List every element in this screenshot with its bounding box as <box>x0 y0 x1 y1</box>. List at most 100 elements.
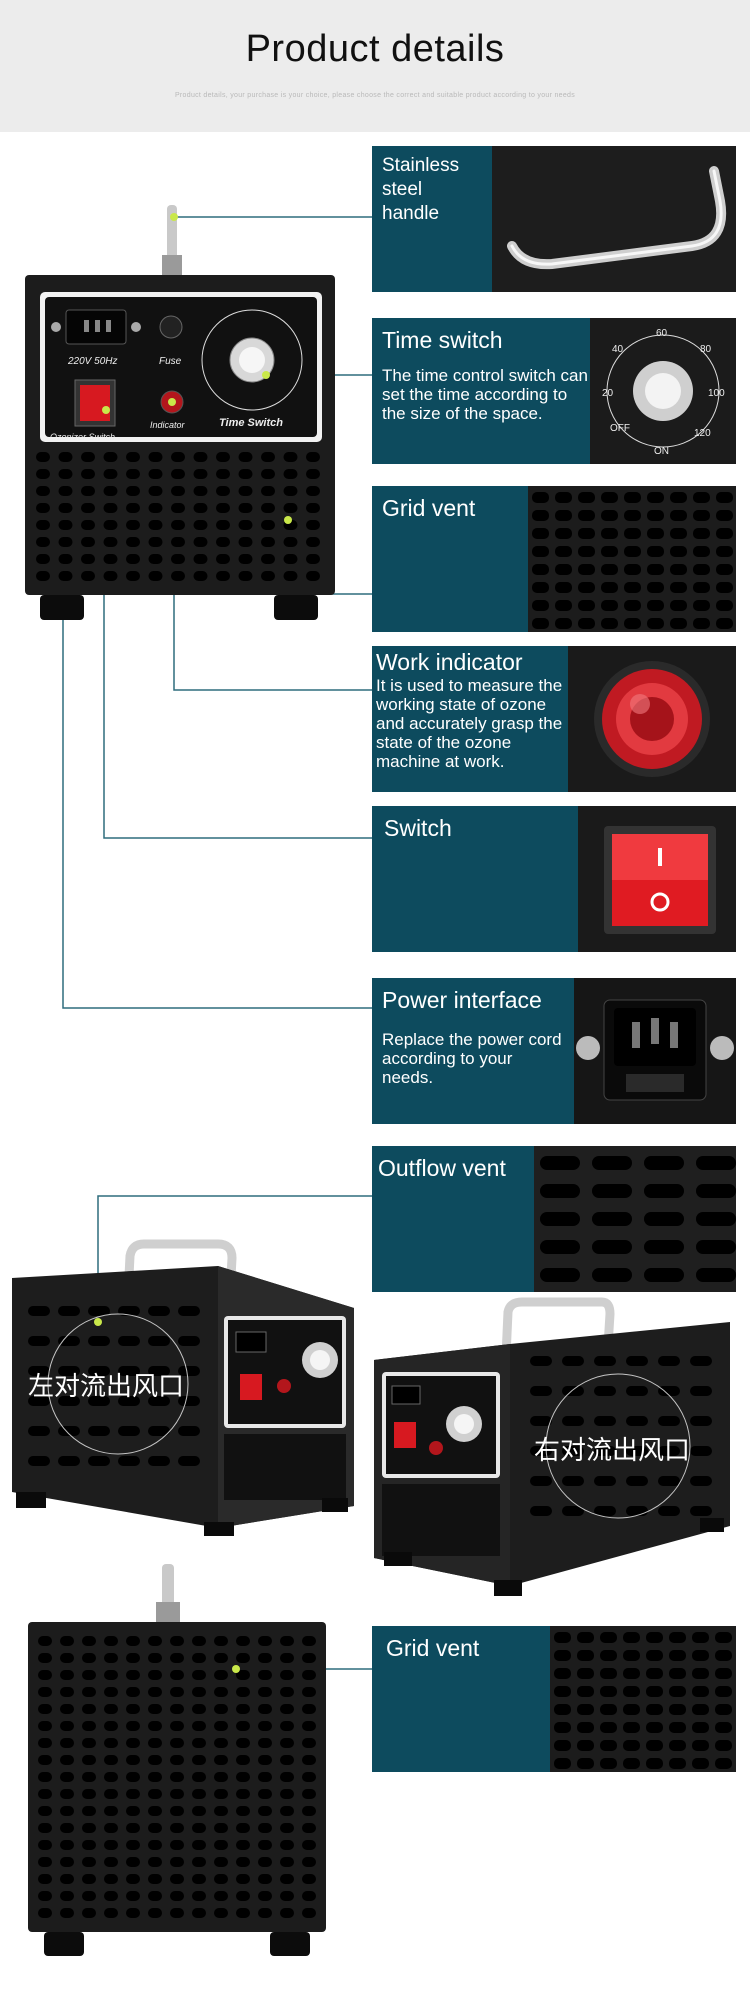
vent-hole <box>88 1366 110 1376</box>
vent-hole <box>644 1268 684 1282</box>
vent-hole <box>624 492 641 503</box>
vent-hole <box>306 520 320 530</box>
vent-hole <box>126 1755 140 1765</box>
vent-hole <box>36 554 50 564</box>
vent-hole <box>623 1758 640 1769</box>
vent-hole <box>577 1668 594 1679</box>
svg-text:40: 40 <box>612 344 624 355</box>
vent-hole <box>594 1506 616 1516</box>
vent-hole <box>594 1446 616 1456</box>
callout-description: It is used to measure the working state … <box>376 676 563 771</box>
vent-hole <box>171 503 185 513</box>
vent-hole <box>532 492 549 503</box>
vent-hole <box>148 486 163 496</box>
vent-hole <box>693 618 710 629</box>
vent-hole <box>58 1306 80 1316</box>
vent-hole <box>258 1670 272 1680</box>
vent-hole <box>693 492 710 503</box>
vent-hole <box>532 528 549 539</box>
vent-hole <box>82 1738 96 1748</box>
vent-hole <box>28 1306 50 1316</box>
vent-hole <box>715 1740 732 1751</box>
vent-hole <box>626 1416 648 1426</box>
vent-hole <box>38 1908 52 1918</box>
vent-hole <box>38 1687 52 1697</box>
vent-hole <box>81 520 95 530</box>
vent-hole <box>283 571 298 581</box>
vent-hole <box>555 546 572 557</box>
vent-hole <box>148 1456 170 1466</box>
vent-hole <box>104 1789 118 1799</box>
vent-hole <box>214 1755 228 1765</box>
vent-hole <box>693 564 710 575</box>
vent-hole <box>82 1636 96 1646</box>
vent-hole <box>670 510 687 521</box>
callout-power-interface: Power interface Replace the power cord a… <box>372 978 736 1124</box>
vent-hole <box>690 1476 712 1486</box>
vent-hole <box>170 1636 184 1646</box>
vent-hole <box>716 528 733 539</box>
vent-hole <box>60 1653 74 1663</box>
vent-hole <box>58 1336 80 1346</box>
vent-hole <box>38 1755 52 1765</box>
vent-hole <box>148 554 163 564</box>
vent-hole <box>36 469 50 479</box>
vent-hole <box>578 564 595 575</box>
vent-hole <box>148 469 163 479</box>
vent-hole <box>692 1632 709 1643</box>
vent-hole <box>170 1653 184 1663</box>
vent-hole <box>28 1366 50 1376</box>
vent-hole <box>103 452 118 462</box>
vent-hole <box>658 1506 680 1516</box>
vent-hole <box>238 554 253 564</box>
vent-hole <box>36 503 50 513</box>
vent-hole <box>261 503 275 513</box>
vent-hole <box>170 1840 184 1850</box>
vent-hole <box>624 510 641 521</box>
vent-hole <box>623 1722 640 1733</box>
callout-title: Power interface <box>382 987 542 1013</box>
vent-hole <box>600 1704 617 1715</box>
vent-hole <box>540 1268 580 1282</box>
vent-hole <box>148 1772 162 1782</box>
vent-hole <box>647 618 664 629</box>
vent-hole <box>178 1396 200 1406</box>
vent-hole <box>302 1636 316 1646</box>
vent-hole <box>530 1506 552 1516</box>
vent-hole <box>647 582 664 593</box>
vent-hole <box>214 1636 228 1646</box>
vent-hole <box>261 486 275 496</box>
vent-hole <box>148 1806 162 1816</box>
vent-hole <box>283 503 298 513</box>
page-title: Product details <box>245 28 505 70</box>
machine-left-angle-view: 左对流出风口 <box>8 1236 360 1538</box>
vent-hole <box>38 1704 52 1714</box>
vent-hole <box>82 1840 96 1850</box>
vent-hole <box>692 1650 709 1661</box>
vent-hole <box>302 1687 316 1697</box>
vent-hole <box>192 1755 206 1765</box>
vent-hole <box>280 1806 294 1816</box>
vent-hole <box>60 1738 74 1748</box>
vent-hole <box>594 1416 616 1426</box>
vent-hole <box>238 452 253 462</box>
vent-hole <box>88 1396 110 1406</box>
vent-hole <box>562 1506 584 1516</box>
vent-hole <box>530 1356 552 1366</box>
vent-hole <box>148 1908 162 1918</box>
vent-hole <box>238 520 253 530</box>
vent-hole <box>716 564 733 575</box>
vent-hole <box>693 528 710 539</box>
vent-hole <box>103 503 118 513</box>
vent-hole <box>60 1704 74 1714</box>
vent-hole <box>280 1721 294 1731</box>
svg-text:20: 20 <box>602 388 614 399</box>
vent-hole <box>103 486 118 496</box>
vent-hole <box>302 1755 316 1765</box>
vent-hole <box>623 1650 640 1661</box>
callout-grid-vent-back: Grid vent <box>372 1626 736 1772</box>
vent-hole <box>38 1823 52 1833</box>
vent-hole <box>601 510 618 521</box>
vent-hole <box>716 546 733 557</box>
vent-hole <box>126 1789 140 1799</box>
